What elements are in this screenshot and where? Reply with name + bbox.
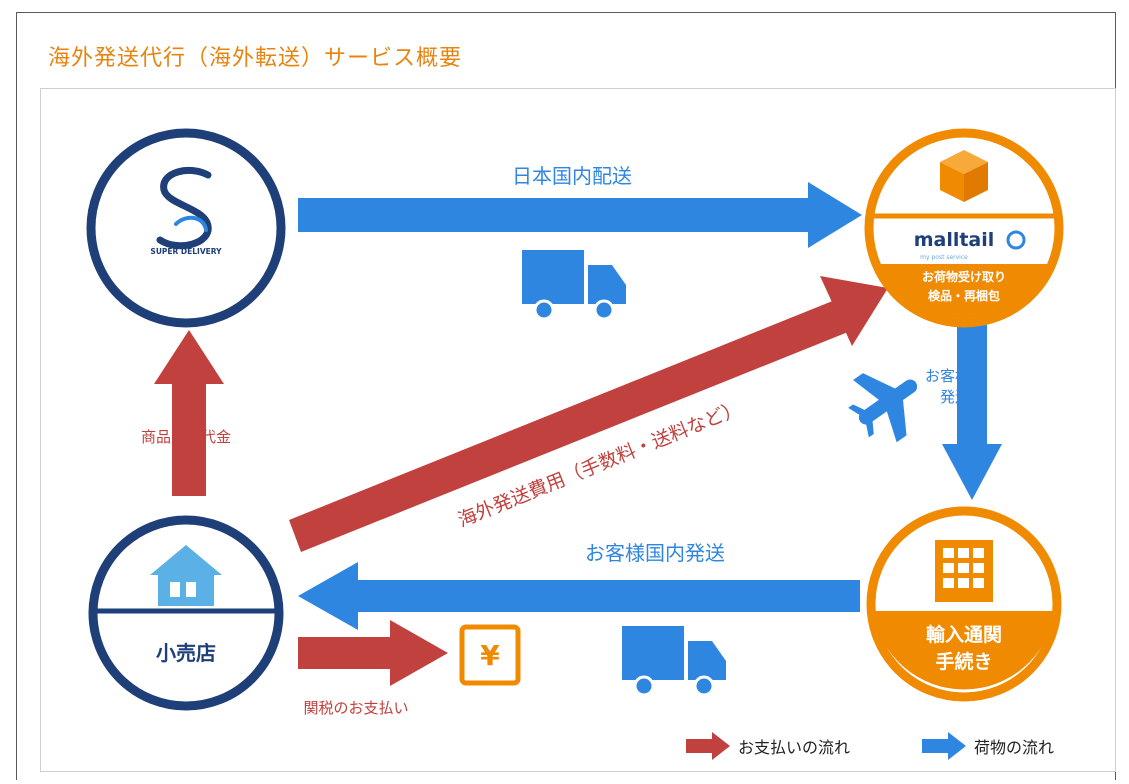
box-icon (940, 150, 988, 202)
legend-goods-label: 荷物の流れ (974, 738, 1054, 757)
truck-icon (522, 250, 626, 321)
legend-payment-arrow (686, 732, 730, 760)
label-duty-payment: 関税のお支払い (303, 699, 408, 717)
label-customer-domestic: お客様国内発送 (585, 541, 725, 565)
label-to-customer-1: お客様へ (925, 367, 985, 385)
retailer-label: 小売店 (156, 641, 216, 665)
super-delivery-icon (156, 166, 212, 250)
label-domestic-shipping: 日本国内配送 (512, 164, 632, 188)
arrow-purchase-payment (154, 330, 224, 496)
customs-task-2: 手続き (935, 650, 992, 673)
malltail-swirl-icon (1006, 230, 1026, 250)
truck-icon (622, 626, 726, 697)
node-malltail: malltail my post service お荷物受け取り 検品・再梱包 (864, 128, 1064, 328)
node-super-delivery: SUPER DELIVERY (86, 128, 286, 328)
house-icon (150, 545, 222, 606)
legend-payment-label: お支払いの流れ (738, 738, 850, 757)
arrow-domestic-shipping (298, 182, 862, 248)
yen-icon: ¥ (459, 624, 521, 686)
legend: お支払いの流れ 荷物の流れ (686, 732, 1054, 760)
label-to-customer-2: 発送 (940, 388, 970, 406)
malltail-task-receive: お荷物受け取り (922, 269, 1006, 284)
node-retailer: 小売店 (88, 515, 284, 711)
malltail-logo-text: malltail (914, 229, 995, 251)
arrow-to-customer (942, 322, 1002, 500)
malltail-task-inspect: 検品・再梱包 (928, 288, 1000, 303)
svg-text:¥: ¥ (480, 639, 500, 672)
airplane-icon (848, 373, 918, 443)
building-icon (935, 540, 993, 602)
label-purchase-payment: 商品購入代金 (141, 428, 231, 446)
customs-task-1: 輸入通関 (926, 623, 1002, 646)
legend-goods-arrow (922, 732, 966, 760)
arrow-overseas-fee (289, 276, 888, 552)
page-title: 海外発送代行（海外転送）サービス概要 (48, 46, 463, 71)
arrow-duty-payment (298, 620, 448, 686)
super-delivery-logo-text: SUPER DELIVERY (150, 247, 222, 256)
malltail-tagline: my post service (920, 254, 968, 261)
node-customs: 輸入通関 手続き (866, 506, 1062, 702)
arrow-customer-domestic (298, 562, 860, 630)
